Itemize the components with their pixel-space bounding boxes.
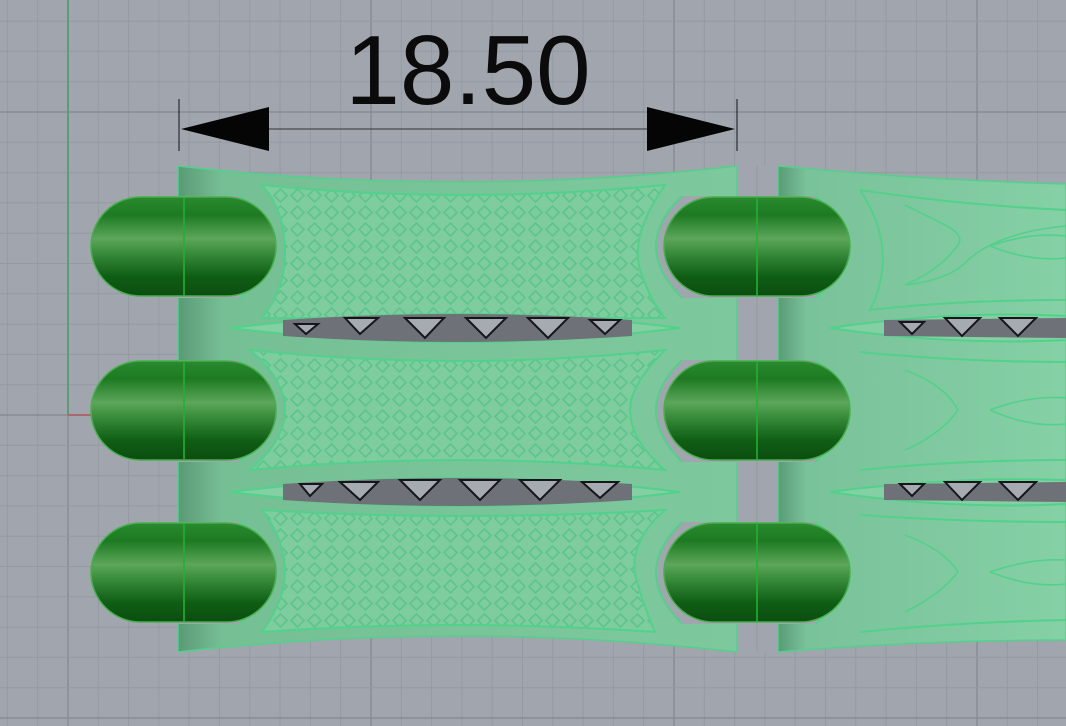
pin-capsule[interactable] (663, 522, 851, 623)
dimension-value[interactable]: 18.50 (345, 15, 590, 125)
pin-capsule[interactable] (90, 196, 277, 297)
pin-capsule[interactable] (90, 522, 277, 623)
arrowhead-right-icon (647, 107, 735, 151)
linear-dimension[interactable]: 18.50 (178, 15, 738, 151)
arrowhead-left-icon (181, 107, 269, 151)
pin-capsule[interactable] (90, 360, 277, 461)
pin-capsule[interactable] (663, 360, 851, 461)
pin-capsule[interactable] (663, 196, 851, 297)
slot-lattice-1 (283, 314, 632, 342)
link-panel-1[interactable] (177, 165, 738, 653)
pins (90, 196, 851, 623)
slot-lattice-2 (283, 478, 632, 506)
